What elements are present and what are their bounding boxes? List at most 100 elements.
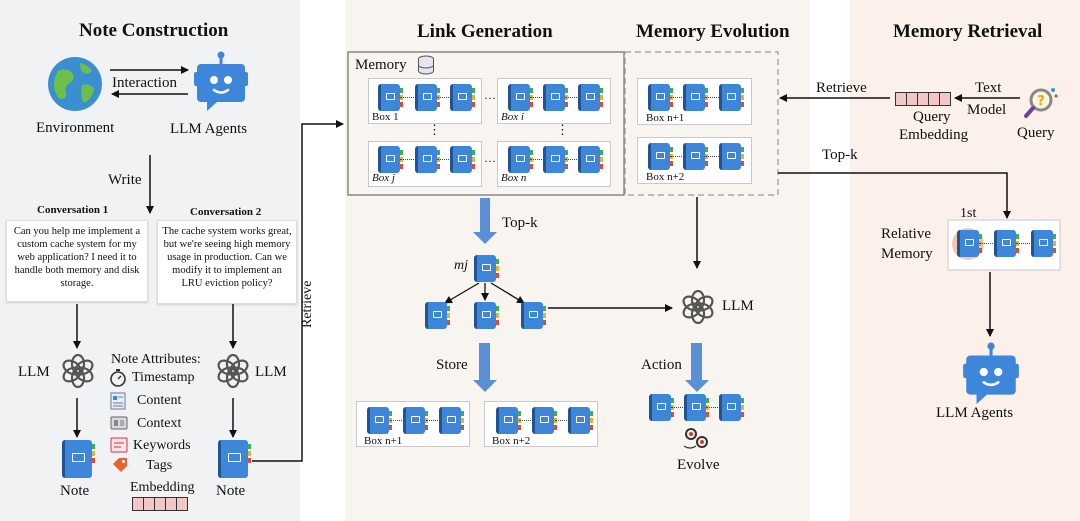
note-icon [474,302,499,329]
note-icon [568,407,593,434]
note-icon [415,84,440,111]
evolution-llm-label: LLM [722,298,754,314]
write-label: Write [108,172,142,188]
database-icon [418,55,434,75]
conversation2-text: The cache system works great, but we're … [157,220,297,304]
note-icon [578,84,603,111]
ellipsis-h: … [484,151,496,165]
note-icon-mj [474,255,499,282]
link-dots [426,420,440,421]
query-embedding-label-2: Embedding [899,127,969,143]
conversation1-text: Can you help me implement a custom cache… [6,220,148,302]
attribute-tags: Tags [146,458,173,473]
evolve-label: Evolve [677,457,720,473]
box-n1-label: Box n+1 [364,435,403,447]
link-dots [555,420,569,421]
link-dots [706,407,720,408]
keywords-icon [110,437,128,453]
note-icon [425,302,450,329]
note-icon [994,230,1019,257]
link-dots [437,97,451,98]
link-dots [670,97,684,98]
store-label: Store [436,357,468,373]
link-dots [565,97,579,98]
note-icon [532,407,557,434]
query-label: Query [1017,125,1055,141]
link-dots [437,159,451,160]
first-label: 1st [960,206,977,221]
attribute-keywords: Keywords [133,438,191,453]
link-dots [530,159,544,160]
evo-box-n2-label: Box n+2 [646,171,685,183]
note-icon [578,146,603,173]
link-dots [400,97,416,98]
notebook-icon [218,440,251,478]
note-icon [543,146,568,173]
link-dots [390,420,404,421]
globe-icon [48,57,102,111]
ellipsis-v: ⋮ [556,122,569,137]
section-title-memory-evolution: Memory Evolution [636,21,790,42]
ellipsis-v: ⋮ [428,122,441,137]
box-i-label: Box i [501,111,524,123]
note-icon [649,394,674,421]
note-label-right: Note [216,483,246,499]
link-dots [1016,243,1032,244]
note-icon [450,84,475,111]
attribute-timestamp: Timestamp [132,370,195,385]
robot-icon [194,51,248,111]
note-icon [719,84,744,111]
box-j-label: Box j [372,172,395,184]
content-document-icon [110,392,126,410]
openai-logo-icon [682,289,714,325]
relative-memory-label-2: Memory [881,246,933,262]
tag-icon [113,458,127,472]
note-icon [719,394,744,421]
interaction-label: Interaction [112,75,177,91]
retrieve-vertical-label: Retrieve [300,280,315,328]
note-icon [719,143,744,170]
conversation1-title: Conversation 1 [37,204,109,216]
magnifier-icon: ? [1024,88,1058,118]
embedding-vector-icon [132,497,188,511]
box-1-label: Box 1 [372,111,399,123]
note-icon [521,302,546,329]
retrieval-llm-agents-label: LLM Agents [936,405,1014,421]
memory-label: Memory [355,57,407,73]
context-icon [110,416,128,430]
query-embedding-label-1: Query [913,109,951,125]
link-dots [565,159,579,160]
llm-label-right: LLM [255,364,287,380]
link-dots [705,97,719,98]
link-dots [400,159,416,160]
notebook-icon [62,440,95,478]
text-model-label-1: Text [975,80,1002,96]
text-model-label-2: Model [967,102,1007,118]
box-n2-label: Box n+2 [492,435,531,447]
link-dots [530,97,544,98]
note-icon [648,84,673,111]
robot-icon [963,342,1019,404]
link-dots [670,156,684,157]
note-icon [683,143,708,170]
action-label: Action [641,357,682,373]
link-dots [979,243,995,244]
retrieve-label: Retrieve [816,80,867,96]
mj-label: mj [454,258,468,273]
attribute-context: Context [137,416,182,431]
link-dots [671,407,685,408]
note-icon [508,146,533,173]
environment-label: Environment [36,120,115,136]
section-title-note-construction: Note Construction [79,20,229,41]
llm-agents-label: LLM Agents [170,121,248,137]
note-icon [378,146,403,173]
note-icon [684,394,709,421]
llm-label-left: LLM [18,364,50,380]
topk-label: Top-k [502,215,538,231]
note-icon [683,84,708,111]
query-embedding-vector [895,92,951,106]
retrieval-topk-label: Top-k [822,147,858,163]
openai-logo-icon [62,353,94,389]
conversation2-title: Conversation 2 [190,206,262,218]
